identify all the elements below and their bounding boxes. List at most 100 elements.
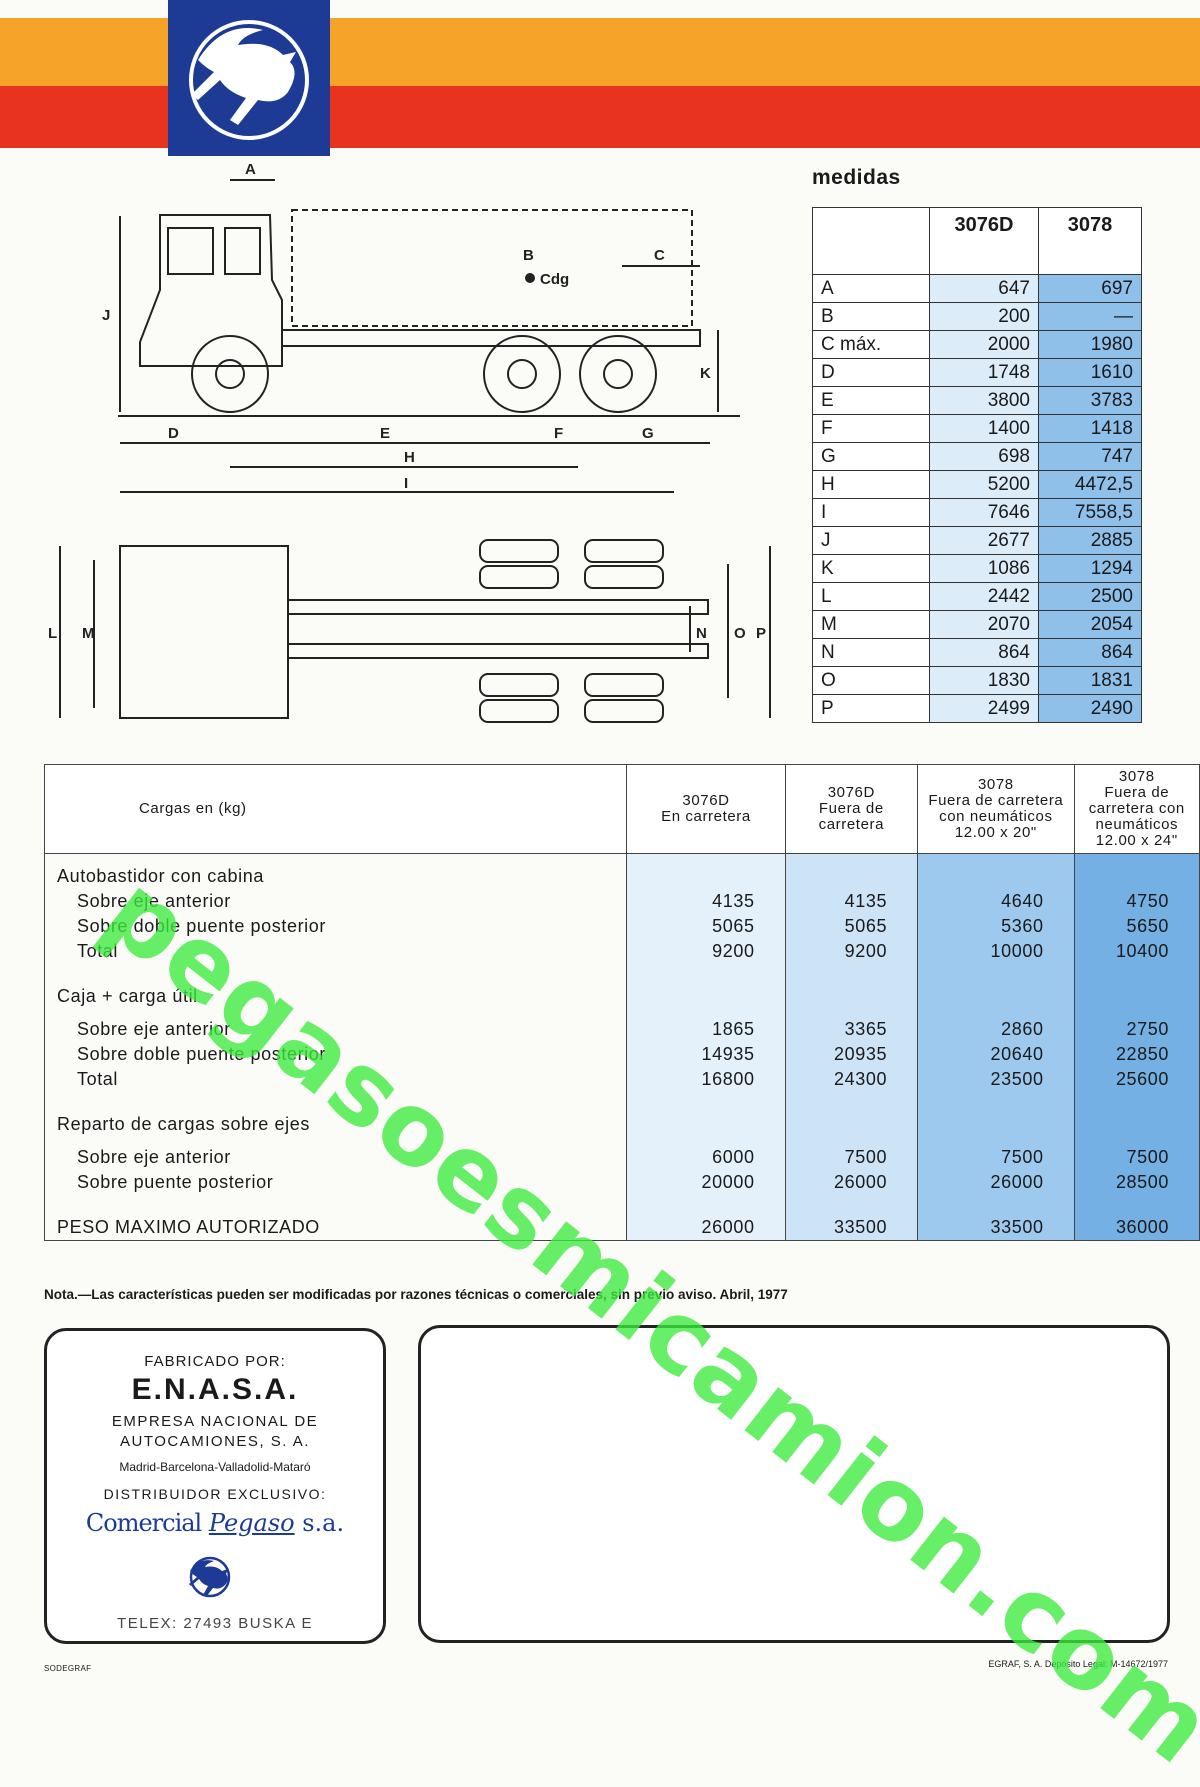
company-line-1: EMPRESA NACIONAL DE — [111, 1413, 319, 1430]
cargas-group-title: Caja + carga útil — [57, 986, 198, 1006]
medidas-value-3078: 2885 — [1038, 526, 1142, 555]
dim-label-b: B — [523, 247, 534, 264]
medidas-value-3078: 1980 — [1038, 330, 1142, 359]
spacer — [786, 1009, 918, 1017]
medidas-value-3078: 2500 — [1038, 582, 1142, 611]
medidas-corner — [812, 207, 930, 275]
medidas-value-3078: 3783 — [1038, 386, 1142, 415]
cargas-value: 20640 — [990, 1044, 1044, 1064]
cargas-col-header-line: 12.00 x 24" — [1095, 832, 1178, 849]
spacer — [627, 1092, 784, 1112]
medidas-row-label: F — [812, 414, 930, 443]
spacer — [627, 1137, 784, 1145]
dim-label-cdg: Cdg — [540, 271, 569, 288]
medidas-value-3076d: 2000 — [929, 330, 1039, 359]
medidas-value-3076d: 1086 — [929, 554, 1039, 583]
medidas-row-label: L — [812, 582, 930, 611]
medidas-value-3076d: 1400 — [929, 414, 1039, 443]
cargas-value: 10000 — [990, 941, 1044, 961]
medidas-value-3078: 1610 — [1038, 358, 1142, 387]
cargas-col-header-line: Fuera de — [1104, 784, 1170, 801]
medidas-value-3078: 864 — [1038, 638, 1142, 667]
cargas-value: 4750 — [1126, 891, 1169, 911]
cargas-col-header-line: 12.00 x 20" — [954, 824, 1037, 841]
spacer — [918, 864, 1073, 889]
spacer — [786, 864, 918, 889]
cargas-col-header-line: 3078 — [1118, 768, 1155, 785]
medidas-value-3078: 2490 — [1038, 694, 1142, 723]
dim-label-g: G — [642, 425, 654, 442]
cargas-value: 4640 — [1001, 891, 1044, 911]
cargas-value: 4135 — [844, 891, 888, 911]
spacer — [918, 964, 1073, 984]
spacer — [1075, 964, 1199, 984]
spacer — [45, 1195, 626, 1215]
cargas-item-label: Total — [77, 941, 119, 961]
spacer — [45, 1137, 626, 1145]
cargas-value: 2750 — [1126, 1019, 1169, 1039]
medidas-row-label: J — [812, 526, 930, 555]
cargas-value: 9200 — [844, 941, 888, 961]
manufacturer-box: FABRICADO POR: E.N.A.S.A. EMPRESA NACION… — [44, 1328, 386, 1644]
spacer — [786, 964, 918, 984]
dim-label-e: E — [380, 425, 390, 442]
cargas-item-label: Sobre eje anterior — [77, 891, 231, 911]
medidas-row-label: E — [812, 386, 930, 415]
cargas-value: 5360 — [1001, 916, 1044, 936]
medidas-row-label: M — [812, 610, 930, 639]
medidas-row-label: D — [812, 358, 930, 387]
medidas-row-label: K — [812, 554, 930, 583]
spacer — [786, 1112, 918, 1137]
dealer-stamp-box — [418, 1325, 1170, 1643]
cargas-value: 5065 — [844, 916, 888, 936]
cargas-group-title: Autobastidor con cabina — [57, 866, 264, 886]
cargas-col-header-line: Fuera de carretera — [928, 792, 1064, 809]
medidas-row-label: H — [812, 470, 930, 499]
cargas-col-header-line: 3076D — [682, 792, 730, 809]
dim-label-a: A — [245, 161, 256, 178]
spacer — [1075, 864, 1199, 889]
medidas-value-3076d: 7646 — [929, 498, 1039, 527]
cargas-value: 7500 — [1126, 1147, 1169, 1167]
medidas-value-3078: 747 — [1038, 442, 1142, 471]
telex-line: TELEX: 27493 BUSKA E — [117, 1615, 313, 1632]
spacer — [627, 1195, 784, 1215]
medidas-value-3076d: 200 — [929, 302, 1039, 331]
dim-label-p: P — [756, 625, 766, 642]
medidas-value-3076d: 647 — [929, 274, 1039, 303]
sa-word: s.a. — [302, 1509, 345, 1537]
peso-maximo-value: 26000 — [701, 1217, 755, 1237]
truck-dimension-drawing: A B Cdg C J K D E F G H I L M N O P — [48, 161, 771, 723]
medidas-value-3078: 4472,5 — [1038, 470, 1142, 499]
cargas-col-header-line: 3078 — [977, 776, 1014, 793]
spacer — [918, 1195, 1073, 1215]
dim-label-n: N — [696, 625, 707, 642]
dim-label-d: D — [168, 425, 179, 442]
medidas-row-label: G — [812, 442, 930, 471]
cargas-value: 20000 — [701, 1172, 755, 1192]
medidas-value-3076d: 698 — [929, 442, 1039, 471]
cargas-value: 24300 — [834, 1069, 888, 1089]
spacer — [627, 864, 784, 889]
spacer — [45, 964, 626, 984]
cargas-col-header-line: carretera — [818, 816, 885, 833]
medidas-row-label: O — [812, 666, 930, 695]
dim-label-l: L — [48, 625, 57, 642]
cargas-group-title: Reparto de cargas sobre ejes — [57, 1114, 310, 1134]
pegaso-word: Pegaso — [208, 1509, 295, 1537]
cargas-value: 5650 — [1126, 916, 1169, 936]
cargas-col-header-line: carretera con — [1088, 800, 1185, 817]
fabricado-por-label: FABRICADO POR: — [144, 1353, 286, 1370]
